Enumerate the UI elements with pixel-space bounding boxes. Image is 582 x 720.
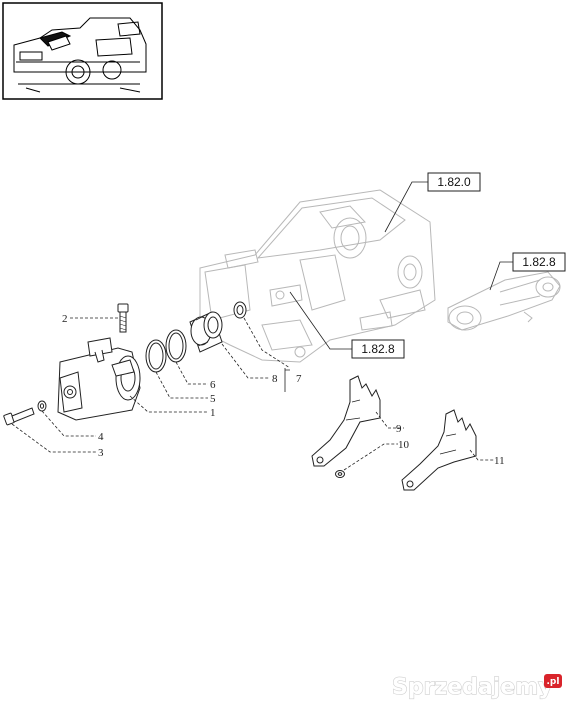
- o-ring-inner: [165, 329, 187, 363]
- reference-label: 1.82.0: [437, 175, 471, 189]
- o-ring-outer: [145, 339, 167, 373]
- leader-5: [155, 371, 208, 399]
- bracket-right: [401, 409, 477, 491]
- reference-1-82-0[interactable]: 1.82.0: [427, 172, 481, 192]
- callout-5: 5: [210, 393, 216, 405]
- leader-7: [243, 317, 291, 369]
- leader-11: [469, 449, 494, 461]
- watermark-logo: Sprzedajemy .pl: [391, 674, 562, 701]
- reference-label: 1.82.8: [361, 342, 395, 356]
- callout-3: 3: [98, 447, 104, 459]
- callout-11: 11: [494, 455, 505, 467]
- callout-7: 7: [296, 373, 302, 385]
- overview-thumbnail: [2, 2, 163, 100]
- bolt-top: [117, 303, 129, 333]
- watermark-badge: .pl: [547, 677, 560, 687]
- washer: [37, 400, 47, 412]
- small-ring: [233, 301, 247, 319]
- leader-8: [221, 343, 270, 379]
- reference-label: 1.82.8: [522, 255, 556, 269]
- callout-8: 8: [272, 373, 278, 385]
- leader-4: [41, 410, 96, 437]
- leader-6: [175, 361, 208, 385]
- nut: [335, 470, 345, 478]
- reference-1-82-8-right[interactable]: 1.82.8: [512, 252, 566, 272]
- piston: [189, 311, 223, 353]
- leader-7-bracket: [284, 368, 290, 392]
- lift-arm: [447, 271, 561, 331]
- leader-1-82-8-center: [289, 291, 352, 350]
- leader-3: [11, 423, 96, 453]
- leader-10: [343, 443, 398, 471]
- callout-10: 10: [398, 439, 410, 451]
- leader-1-82-8-right: [489, 261, 513, 291]
- callout-1: 1: [210, 407, 216, 419]
- callout-4: 4: [98, 431, 104, 443]
- callout-6: 6: [210, 379, 216, 391]
- lift-housing-ghost: [199, 189, 436, 363]
- lift-cylinder: [57, 337, 141, 421]
- bracket-left: [311, 375, 381, 467]
- reference-1-82-8-center[interactable]: 1.82.8: [351, 339, 405, 359]
- watermark-text: Sprzedajemy: [392, 675, 553, 700]
- leader-9: [375, 411, 404, 429]
- callout-2: 2: [62, 313, 68, 325]
- bolt-left: [3, 407, 35, 426]
- callout-9: 9: [396, 423, 402, 435]
- leader-1-82-0: [384, 181, 428, 233]
